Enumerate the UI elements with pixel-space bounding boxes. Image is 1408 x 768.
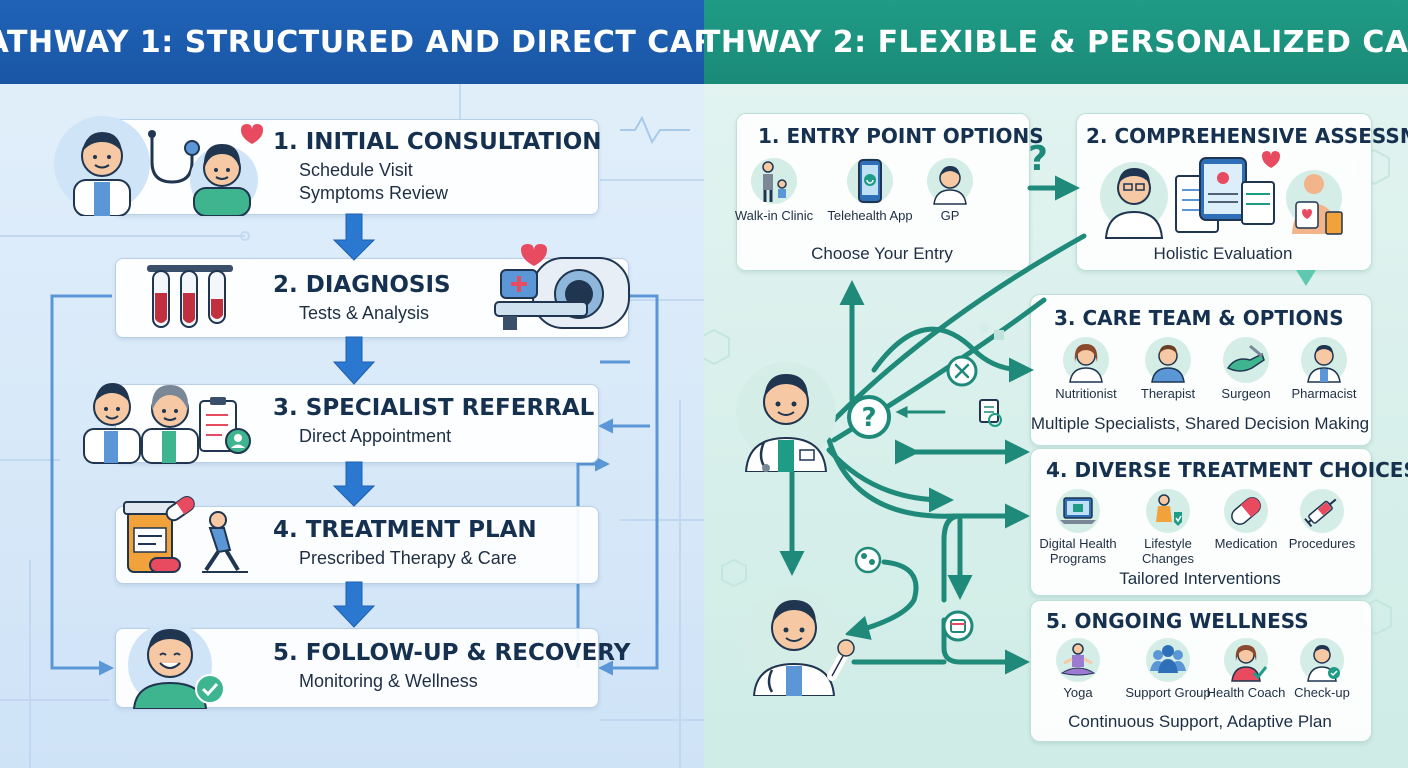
entry-options-caption: Choose Your Entry <box>811 244 953 263</box>
step-1-line-1: Schedule Visit <box>299 160 413 180</box>
wellness-coach-label: Health Coach <box>1206 685 1286 700</box>
ongoing-wellness-title: 5. ONGOING WELLNESS <box>1046 609 1309 633</box>
circuit-background <box>0 84 704 768</box>
entry-walk-in-clinic[interactable]: Walk-in Clinic <box>728 156 820 223</box>
wellness-support-group[interactable]: Support Group <box>1122 637 1214 700</box>
doctor-icon <box>927 158 973 205</box>
question-mark-icon: ? <box>1028 140 1048 178</box>
entry-telehealth-app[interactable]: Telehealth App <box>824 156 916 223</box>
entry-gp[interactable]: GP <box>904 156 996 223</box>
treatment-medication-label: Medication <box>1214 536 1278 551</box>
step-1-title: 1. INITIAL CONSULTATION <box>273 129 602 155</box>
team-pharmacist[interactable]: Pharmacist <box>1278 336 1370 401</box>
pathway-1-panel: PATHWAY 1: STRUCTURED AND DIRECT CARE <box>0 0 704 768</box>
specialists-illustration <box>83 383 251 464</box>
patient-hub-illustration <box>736 362 836 472</box>
recovered-patient-illustration <box>128 623 225 709</box>
step-arrows <box>332 213 376 628</box>
checkup-icon <box>1300 638 1344 682</box>
treatment-procedures[interactable]: Procedures <box>1276 488 1368 551</box>
entry-telehealth-label: Telehealth App <box>827 208 913 223</box>
step-5-line-1: Monitoring & Wellness <box>299 671 478 691</box>
treatment-digital-label: Digital Health Programs <box>1039 536 1117 566</box>
feedback-loop-arrows <box>50 294 659 676</box>
assessment-title: 2. COMPREHENSIVE ASSESSMENT <box>1086 124 1408 148</box>
treatment-choices-title: 4. DIVERSE TREATMENT CHOICES <box>1046 458 1408 482</box>
team-therapist-label: Therapist <box>1140 386 1196 401</box>
wellness-checkup-label: Check-up <box>1294 685 1350 700</box>
wellness-yoga[interactable]: Yoga <box>1032 637 1124 700</box>
group-icon <box>1146 638 1190 682</box>
assessment-pointer <box>1296 270 1316 286</box>
assessment-illustration <box>1100 151 1343 239</box>
treatment-choices-caption: Tailored Interventions <box>1119 569 1281 588</box>
team-nutritionist-label: Nutritionist <box>1055 386 1117 401</box>
step-3-title: 3. SPECIALIST REFERRAL <box>273 395 595 421</box>
care-team-title: 3. CARE TEAM & OPTIONS <box>1054 306 1344 330</box>
step-4-title: 4. TREATMENT PLAN <box>273 517 537 543</box>
svg-text:?: ? <box>861 403 876 433</box>
test-tubes-illustration <box>147 265 233 328</box>
pathway-2-title: PATHWAY 2: FLEXIBLE & PERSONALIZED CARE <box>704 0 1408 84</box>
ongoing-wellness-caption: Continuous Support, Adaptive Plan <box>1068 712 1332 731</box>
step-5-title: 5. FOLLOW-UP & RECOVERY <box>273 640 631 666</box>
nutritionist-icon <box>1063 337 1109 383</box>
treatment-procedures-label: Procedures <box>1288 536 1356 551</box>
team-pharmacist-label: Pharmacist <box>1291 386 1357 401</box>
flow-node-icons <box>854 324 1004 642</box>
treatment-digital-health[interactable]: Digital Health Programs <box>1032 488 1124 566</box>
walk-in-icon <box>751 158 797 204</box>
laptop-icon <box>1056 489 1100 533</box>
svg-text:?: ? <box>1028 140 1048 178</box>
entry-walk-in-label: Walk-in Clinic <box>734 208 814 223</box>
treatment-lifestyle-label: Lifestyle Changes <box>1141 536 1195 566</box>
lifestyle-icon <box>1146 489 1190 533</box>
pathway-1-title: PATHWAY 1: STRUCTURED AND DIRECT CARE <box>0 0 704 84</box>
pharmacist-icon <box>1301 337 1347 383</box>
assessment-caption: Holistic Evaluation <box>1153 244 1293 263</box>
mri-scanner-illustration <box>494 244 630 330</box>
question-bubble-icon: ? <box>847 395 891 439</box>
yoga-icon <box>1056 638 1100 682</box>
phone-icon <box>847 158 893 204</box>
doctor-patient-illustration <box>54 116 263 216</box>
coach-icon <box>1224 638 1268 682</box>
step-4-card <box>115 506 599 584</box>
treatment-medication[interactable]: Medication <box>1200 488 1292 551</box>
medication-illustration <box>123 496 248 573</box>
step-3-line-1: Direct Appointment <box>299 426 452 446</box>
entry-options-title: 1. ENTRY POINT OPTIONS <box>758 124 1044 148</box>
wellness-yoga-label: Yoga <box>1063 685 1093 700</box>
doctor-waving-illustration <box>742 588 855 696</box>
step-4-line-1: Prescribed Therapy & Care <box>299 548 517 568</box>
treatment-lifestyle[interactable]: Lifestyle Changes <box>1122 488 1214 566</box>
step-1-line-2: Symptoms Review <box>299 183 449 203</box>
therapist-icon <box>1145 337 1191 383</box>
syringe-icon <box>1300 489 1344 533</box>
entry-gp-label: GP <box>940 208 960 223</box>
wellness-support-label: Support Group <box>1125 685 1211 700</box>
team-nutritionist[interactable]: Nutritionist <box>1040 336 1132 401</box>
wellness-check-up[interactable]: Check-up <box>1276 637 1368 700</box>
pathway-2-panel: PATHWAY 2: FLEXIBLE & PERSONALIZED CARE … <box>704 0 1408 768</box>
wellness-health-coach[interactable]: Health Coach <box>1200 637 1292 700</box>
team-surgeon[interactable]: Surgeon <box>1200 336 1292 401</box>
team-therapist[interactable]: Therapist <box>1122 336 1214 401</box>
step-2-line-1: Tests & Analysis <box>299 303 430 323</box>
care-team-caption: Multiple Specialists, Shared Decision Ma… <box>1030 414 1370 433</box>
surgeon-icon <box>1223 337 1269 383</box>
team-surgeon-label: Surgeon <box>1221 386 1271 401</box>
pill-icon <box>1224 489 1268 533</box>
step-2-title: 2. DIAGNOSIS <box>273 272 451 298</box>
